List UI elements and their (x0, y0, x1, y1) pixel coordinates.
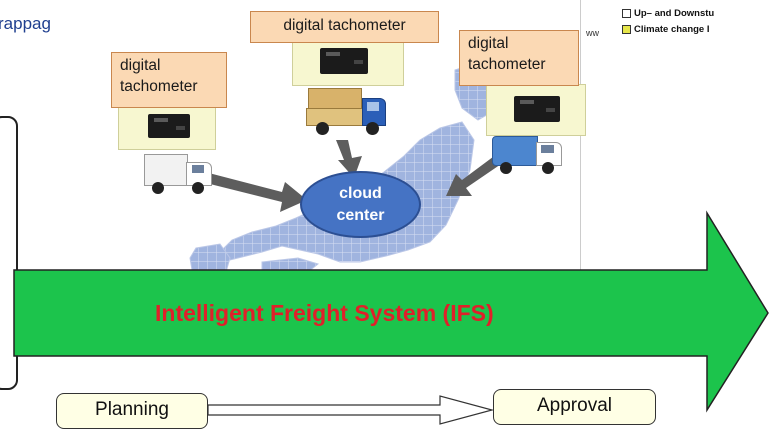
truck-icon (144, 150, 214, 196)
legend: Up– and Downstu Climate change I (622, 8, 714, 35)
planning-label: Planning (95, 399, 169, 420)
legend-swatch-yellow (622, 25, 631, 34)
truck-wheel (152, 182, 164, 194)
legend-item-updownstream: Up– and Downstu (622, 8, 714, 19)
legend-swatch-white (622, 9, 631, 18)
tachometer-label-left: digital tachometer (111, 52, 227, 108)
background-slide-text: rappag (0, 14, 51, 33)
truck-window (192, 165, 204, 173)
arrow-top-to-cloud (336, 140, 362, 178)
dump-truck-wheel (316, 122, 329, 135)
tachometer-label-text: digital tachometer (283, 17, 406, 34)
cloud-line2: center (336, 206, 385, 224)
garbage-truck-body (492, 136, 538, 166)
dump-truck-window (367, 102, 379, 111)
tachometer-device-icon (514, 96, 560, 122)
tachometer-label-right: digital tachometer (459, 30, 579, 86)
planning-box: Planning (56, 393, 208, 429)
cloud-line1: cloud (339, 184, 382, 202)
cloud-center: cloud center (300, 171, 421, 238)
garbage-truck-wheel (542, 162, 554, 174)
dump-truck-icon (306, 86, 388, 140)
approval-box: Approval (493, 389, 656, 425)
tachometer-label-text: digital tachometer (468, 35, 546, 73)
legend-label: Climate change I (634, 24, 710, 35)
tachometer-label-center: digital tachometer (250, 11, 439, 43)
dump-truck-wheel (366, 122, 379, 135)
legend-item-climate: Climate change I (622, 24, 714, 35)
garbage-truck-window (541, 145, 554, 153)
garbage-truck-wheel (500, 162, 512, 174)
flow-arrow (207, 395, 495, 425)
tachometer-device-icon (148, 114, 190, 138)
tachometer-device-icon (320, 48, 368, 74)
truck-wheel (192, 182, 204, 194)
background-slide-frame (0, 116, 18, 390)
garbage-truck-icon (492, 130, 564, 180)
tachometer-label-text: digital tachometer (120, 57, 198, 95)
truck-cargo-box (144, 154, 188, 186)
legend-label: Up– and Downstu (634, 8, 715, 19)
approval-label: Approval (537, 395, 612, 416)
arrow-left-to-cloud (202, 172, 307, 212)
legend-ww-label: ww (586, 28, 599, 38)
dump-truck-bed (306, 108, 364, 126)
ifs-arrow (13, 210, 769, 413)
ifs-label: Intelligent Freight System (IFS) (155, 300, 494, 326)
